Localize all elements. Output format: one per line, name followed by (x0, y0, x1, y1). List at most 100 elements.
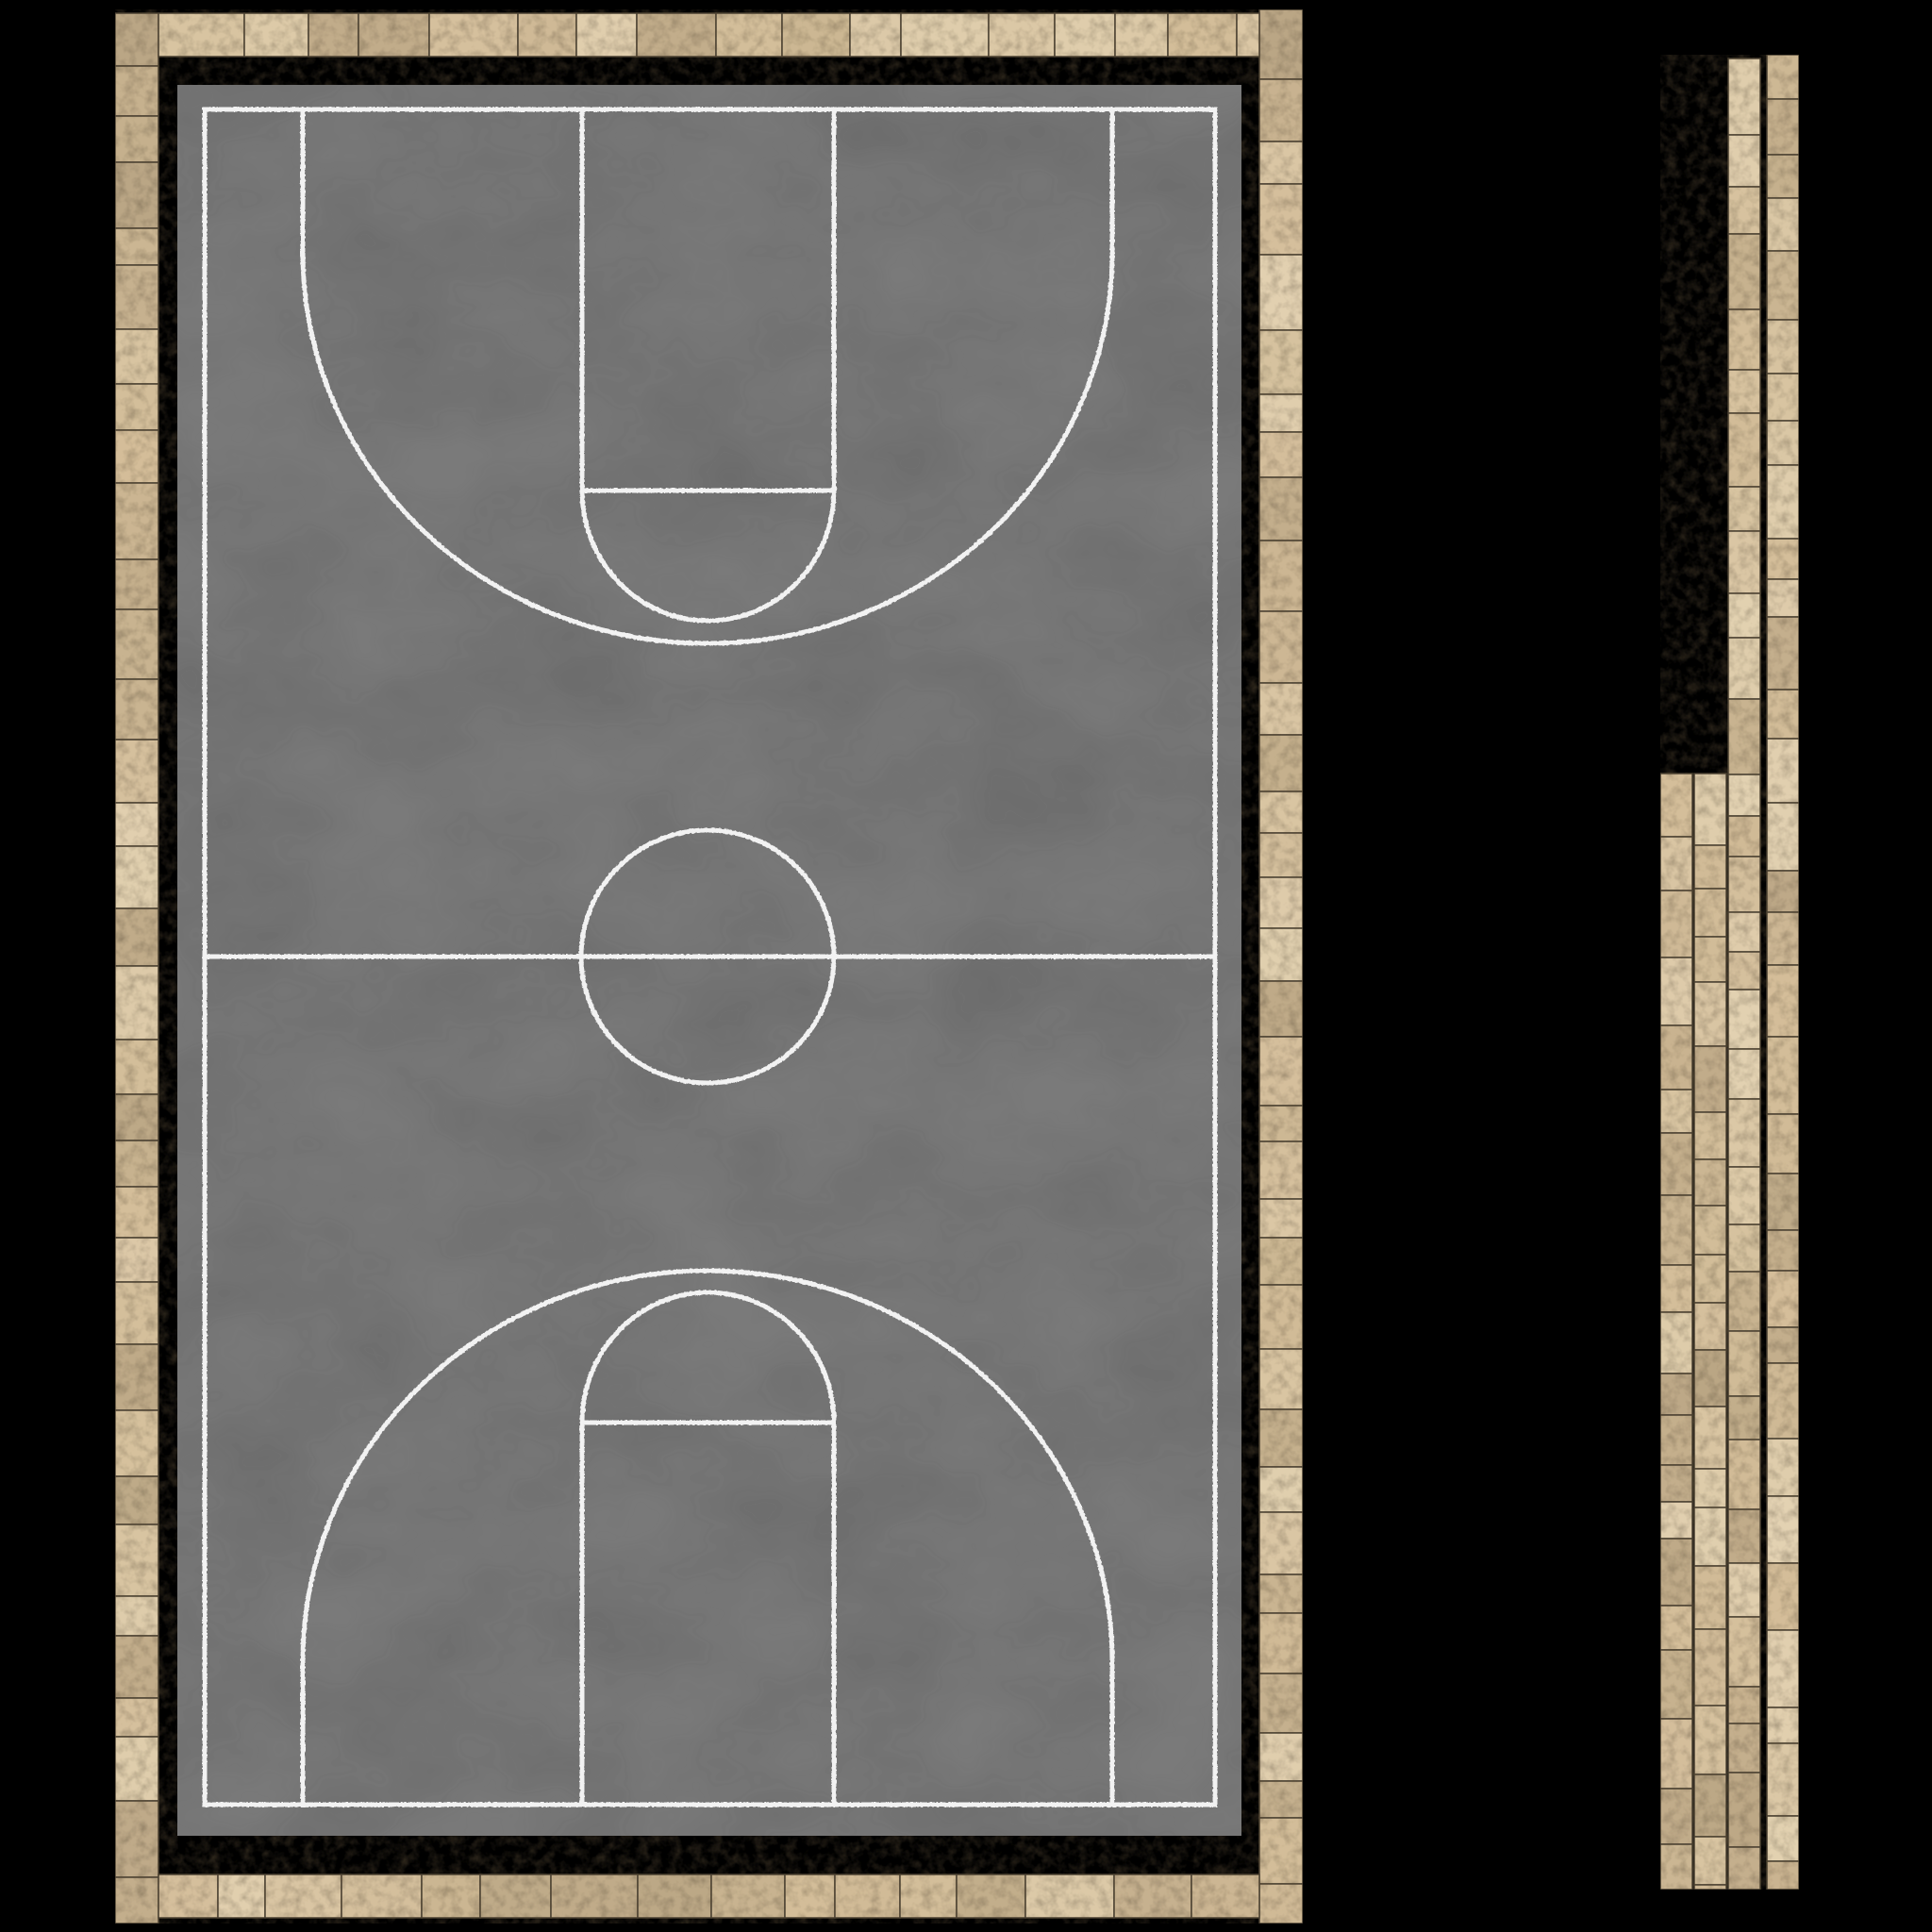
stone-block (1766, 538, 1800, 580)
stone-block (1727, 412, 1761, 488)
free-throw-circle-top (579, 490, 837, 624)
stone-block (1727, 369, 1761, 414)
stone-block (114, 1093, 159, 1141)
stone-block (114, 1039, 159, 1095)
stone-block (1693, 936, 1727, 983)
stone-block (1693, 1507, 1727, 1567)
stone-block (1766, 1113, 1800, 1174)
stone-block (1659, 957, 1693, 1026)
stone-block (114, 558, 159, 610)
stone-frame-left (114, 12, 159, 1924)
stone-block (1727, 530, 1761, 594)
stone-block (1766, 1229, 1800, 1272)
stone-block (1659, 1649, 1693, 1720)
stone-block (1258, 1036, 1304, 1107)
stone-block (114, 1876, 159, 1924)
stone-block (1693, 1884, 1727, 1890)
stone-block (114, 1237, 159, 1283)
stone-block (1727, 58, 1761, 136)
stone-block (636, 12, 717, 58)
stone-block (158, 12, 245, 58)
stone-block (1766, 319, 1800, 375)
stone-block (1258, 610, 1304, 684)
free-throw-circle-bottom (579, 1290, 837, 1424)
stone-block (1659, 773, 1693, 838)
stone-block (1727, 856, 1761, 913)
stone-block (781, 12, 851, 58)
stone-block (1727, 1048, 1761, 1100)
stone-block (1659, 1024, 1693, 1091)
stone-block (1766, 250, 1800, 321)
stone-block (1659, 1788, 1693, 1845)
stone-block (1258, 1198, 1304, 1239)
stone-block (114, 1186, 159, 1239)
stone-block (1258, 1732, 1304, 1782)
stone-block (1727, 1686, 1761, 1724)
stone-block (1258, 927, 1304, 982)
stone-block (1727, 592, 1761, 639)
stone-block (114, 429, 159, 484)
stone-block (1693, 1254, 1727, 1304)
stone-block (1727, 1395, 1761, 1441)
stone-block (1693, 1774, 1727, 1838)
stone-block (1693, 1158, 1727, 1207)
stone-block (114, 678, 159, 741)
stone-block (1659, 1843, 1693, 1890)
stone-block (1727, 134, 1761, 188)
stone-block (1766, 54, 1800, 100)
stone-block (1258, 329, 1304, 395)
stone-block (517, 12, 577, 58)
stone-block (575, 12, 638, 58)
stone-block (1727, 1616, 1761, 1688)
stone-block (1727, 989, 1761, 1050)
stone-block (1258, 1237, 1304, 1286)
stone-block (158, 1874, 219, 1919)
stone-block (114, 1281, 159, 1345)
stone-block (1766, 1362, 1800, 1440)
stone-block (1693, 1468, 1727, 1508)
stone-block (1693, 1045, 1727, 1113)
stone-block (1659, 1194, 1693, 1266)
stone-block (1766, 616, 1800, 691)
stone-block (1693, 1565, 1727, 1630)
stone-block (1659, 1718, 1693, 1790)
center-circle (578, 827, 837, 1086)
court-surface (177, 85, 1241, 1836)
stone-strips (1659, 54, 1800, 1890)
stone-block (114, 908, 159, 967)
stone-block (899, 1874, 958, 1919)
stone-block (1659, 890, 1693, 958)
stone-block (1766, 420, 1800, 466)
stone-block (956, 1874, 1026, 1919)
stone-block (1659, 1501, 1693, 1540)
stone-block (715, 12, 783, 58)
stone-block (1167, 12, 1238, 58)
stone-block (1766, 98, 1800, 156)
stone-block (1693, 1111, 1727, 1160)
stone-frame-bottom (158, 1874, 1260, 1919)
stone-block (264, 1874, 342, 1919)
stone-block (1659, 836, 1693, 891)
stone-block (421, 1874, 481, 1919)
stone-block (217, 1874, 266, 1919)
stone-block (1727, 911, 1761, 953)
stone-block (1024, 1874, 1115, 1919)
stone-block (1258, 1511, 1304, 1575)
stone-block (1766, 911, 1800, 966)
stone-block (988, 12, 1056, 58)
stone-block (1659, 1311, 1693, 1374)
stone-block (1258, 540, 1304, 612)
stone-block (1113, 1874, 1192, 1919)
stone-block (1258, 1574, 1304, 1614)
stone-block (1727, 1508, 1761, 1564)
stone-block (243, 12, 309, 58)
basketball-court (177, 85, 1241, 1836)
stone-block (1727, 951, 1761, 991)
stone-block (114, 1475, 159, 1525)
stone-block (1693, 844, 1727, 890)
stone-block (1258, 980, 1304, 1038)
stone-block (114, 1697, 159, 1738)
stone-block (1236, 12, 1260, 58)
stone-block (1258, 141, 1304, 185)
stone-block (1258, 832, 1304, 878)
